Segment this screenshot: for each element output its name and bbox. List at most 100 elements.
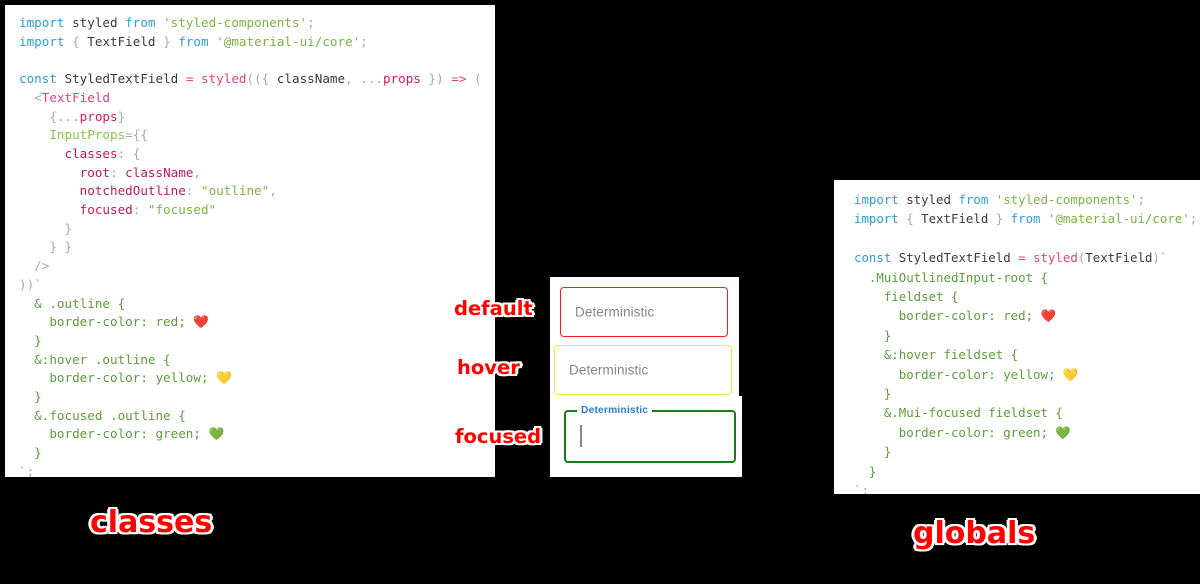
code-line: `; xyxy=(854,481,1200,494)
code-token: ; xyxy=(1189,211,1198,227)
code-token: StyledTextField xyxy=(898,250,1019,266)
code-token: import xyxy=(854,211,907,227)
code-token: , xyxy=(193,164,202,180)
code-line: & .outline { xyxy=(19,295,495,314)
code-block-globals: import styled from 'styled-components';i… xyxy=(854,190,1200,494)
code-token: 💚 xyxy=(1055,424,1071,440)
code-token: ={{ xyxy=(125,127,148,143)
code-token: } xyxy=(19,332,42,348)
code-token: { xyxy=(19,108,57,124)
code-token: TextField xyxy=(41,89,110,105)
code-line: } xyxy=(19,444,495,463)
code-line: notchedOutline: "outline", xyxy=(19,182,495,201)
code-token: &.Mui-focused fieldset { xyxy=(854,405,1063,421)
code-token: 💛 xyxy=(216,370,232,386)
textfield-focused[interactable]: Deterministic xyxy=(564,405,736,463)
code-token: , xyxy=(345,71,361,87)
code-token: ( xyxy=(1077,250,1086,266)
code-token: `; xyxy=(19,463,35,477)
code-token: } xyxy=(988,211,1011,227)
code-line: const StyledTextField = styled(TextField… xyxy=(854,248,1200,267)
code-token: ( xyxy=(474,71,482,87)
code-token: } xyxy=(854,386,892,402)
code-panel-globals: import styled from 'styled-components';i… xyxy=(834,180,1200,494)
code-line: /> xyxy=(19,257,495,276)
code-line: root: className, xyxy=(19,164,495,183)
code-block-classes: import styled from 'styled-components';i… xyxy=(19,14,495,477)
code-token: notchedOutline xyxy=(19,183,186,199)
code-token: 💚 xyxy=(208,426,225,442)
annotation-default: default xyxy=(454,297,533,320)
annotation-globals-title: globals xyxy=(913,516,1036,551)
code-token: props xyxy=(79,108,118,124)
code-token: fieldset { xyxy=(854,289,959,305)
code-token: &:hover .outline { xyxy=(19,351,171,367)
code-token: ))` xyxy=(19,276,42,292)
annotation-focused: focused xyxy=(455,425,542,448)
textfield-hover-value: Deterministic xyxy=(569,362,649,378)
code-token: styled xyxy=(1033,250,1078,266)
code-line: } xyxy=(19,332,495,351)
text-caret xyxy=(580,425,582,447)
code-token: ❤️ xyxy=(1040,308,1056,324)
code-token: from xyxy=(178,33,217,49)
code-token: className xyxy=(125,164,194,180)
code-token: { xyxy=(261,71,277,87)
code-token: )` xyxy=(1152,250,1168,266)
code-line: &.focused .outline { xyxy=(19,407,495,426)
code-token: 'styled-components' xyxy=(995,192,1138,207)
code-token: /> xyxy=(19,258,50,274)
code-token: styled xyxy=(72,15,126,30)
code-token: : { xyxy=(117,145,141,161)
code-token: } xyxy=(19,445,42,461)
code-token: ... xyxy=(56,108,80,124)
code-token: { xyxy=(72,33,88,49)
code-token: } xyxy=(854,463,877,479)
code-token: TextField xyxy=(921,211,989,227)
code-line: focused: "focused" xyxy=(19,201,495,220)
code-line: } xyxy=(19,220,495,239)
code-token: border-color: red; xyxy=(854,308,1041,324)
annotation-hover: hover xyxy=(457,356,520,379)
code-token: TextField xyxy=(87,33,156,49)
code-line: .MuiOutlinedInput-root { xyxy=(854,268,1200,287)
code-line: } xyxy=(854,326,1200,345)
code-token: : xyxy=(110,164,126,180)
code-line: } xyxy=(854,442,1200,461)
code-token: => xyxy=(451,71,475,87)
code-token: ; xyxy=(360,33,368,49)
code-token: import xyxy=(19,33,73,49)
code-token: StyledTextField xyxy=(64,71,186,87)
code-line xyxy=(19,51,495,70)
code-token: border-color: green; xyxy=(854,424,1056,440)
code-token: 'styled-components' xyxy=(163,15,308,30)
code-line: } xyxy=(19,388,495,407)
code-token: border-color: green; xyxy=(19,426,209,442)
code-token: classes xyxy=(19,145,118,161)
textfield-hover[interactable]: Deterministic xyxy=(554,345,732,395)
code-token: { xyxy=(906,211,922,227)
code-line: const StyledTextField = styled(({ classN… xyxy=(19,70,495,89)
code-line: {...props} xyxy=(19,108,495,127)
code-token: ; xyxy=(1137,192,1145,207)
annotation-classes-title: classes xyxy=(90,505,213,540)
code-line: import styled from 'styled-components'; xyxy=(854,190,1200,209)
code-line: InputProps={{ xyxy=(19,126,495,145)
code-token: &.focused .outline { xyxy=(19,407,186,423)
code-line: border-color: red; ❤️ xyxy=(19,313,495,332)
code-token: const xyxy=(19,71,65,87)
code-line: import styled from 'styled-components'; xyxy=(19,14,495,33)
code-line: fieldset { xyxy=(854,287,1200,306)
code-line: import { TextField } from '@material-ui/… xyxy=(854,209,1200,228)
code-token: props xyxy=(383,71,421,87)
code-token: : xyxy=(185,183,201,199)
code-line: `; xyxy=(19,463,495,477)
textfield-default[interactable]: Deterministic xyxy=(560,287,728,337)
code-line: &:hover .outline { xyxy=(19,351,495,370)
code-token: & .outline { xyxy=(19,295,126,311)
code-token: styled xyxy=(906,192,959,207)
demo-panel-upper: Deterministic Deterministic xyxy=(550,277,739,396)
code-line: &.Mui-focused fieldset { xyxy=(854,403,1200,422)
code-token: : xyxy=(132,202,148,218)
code-token: from xyxy=(958,192,996,207)
